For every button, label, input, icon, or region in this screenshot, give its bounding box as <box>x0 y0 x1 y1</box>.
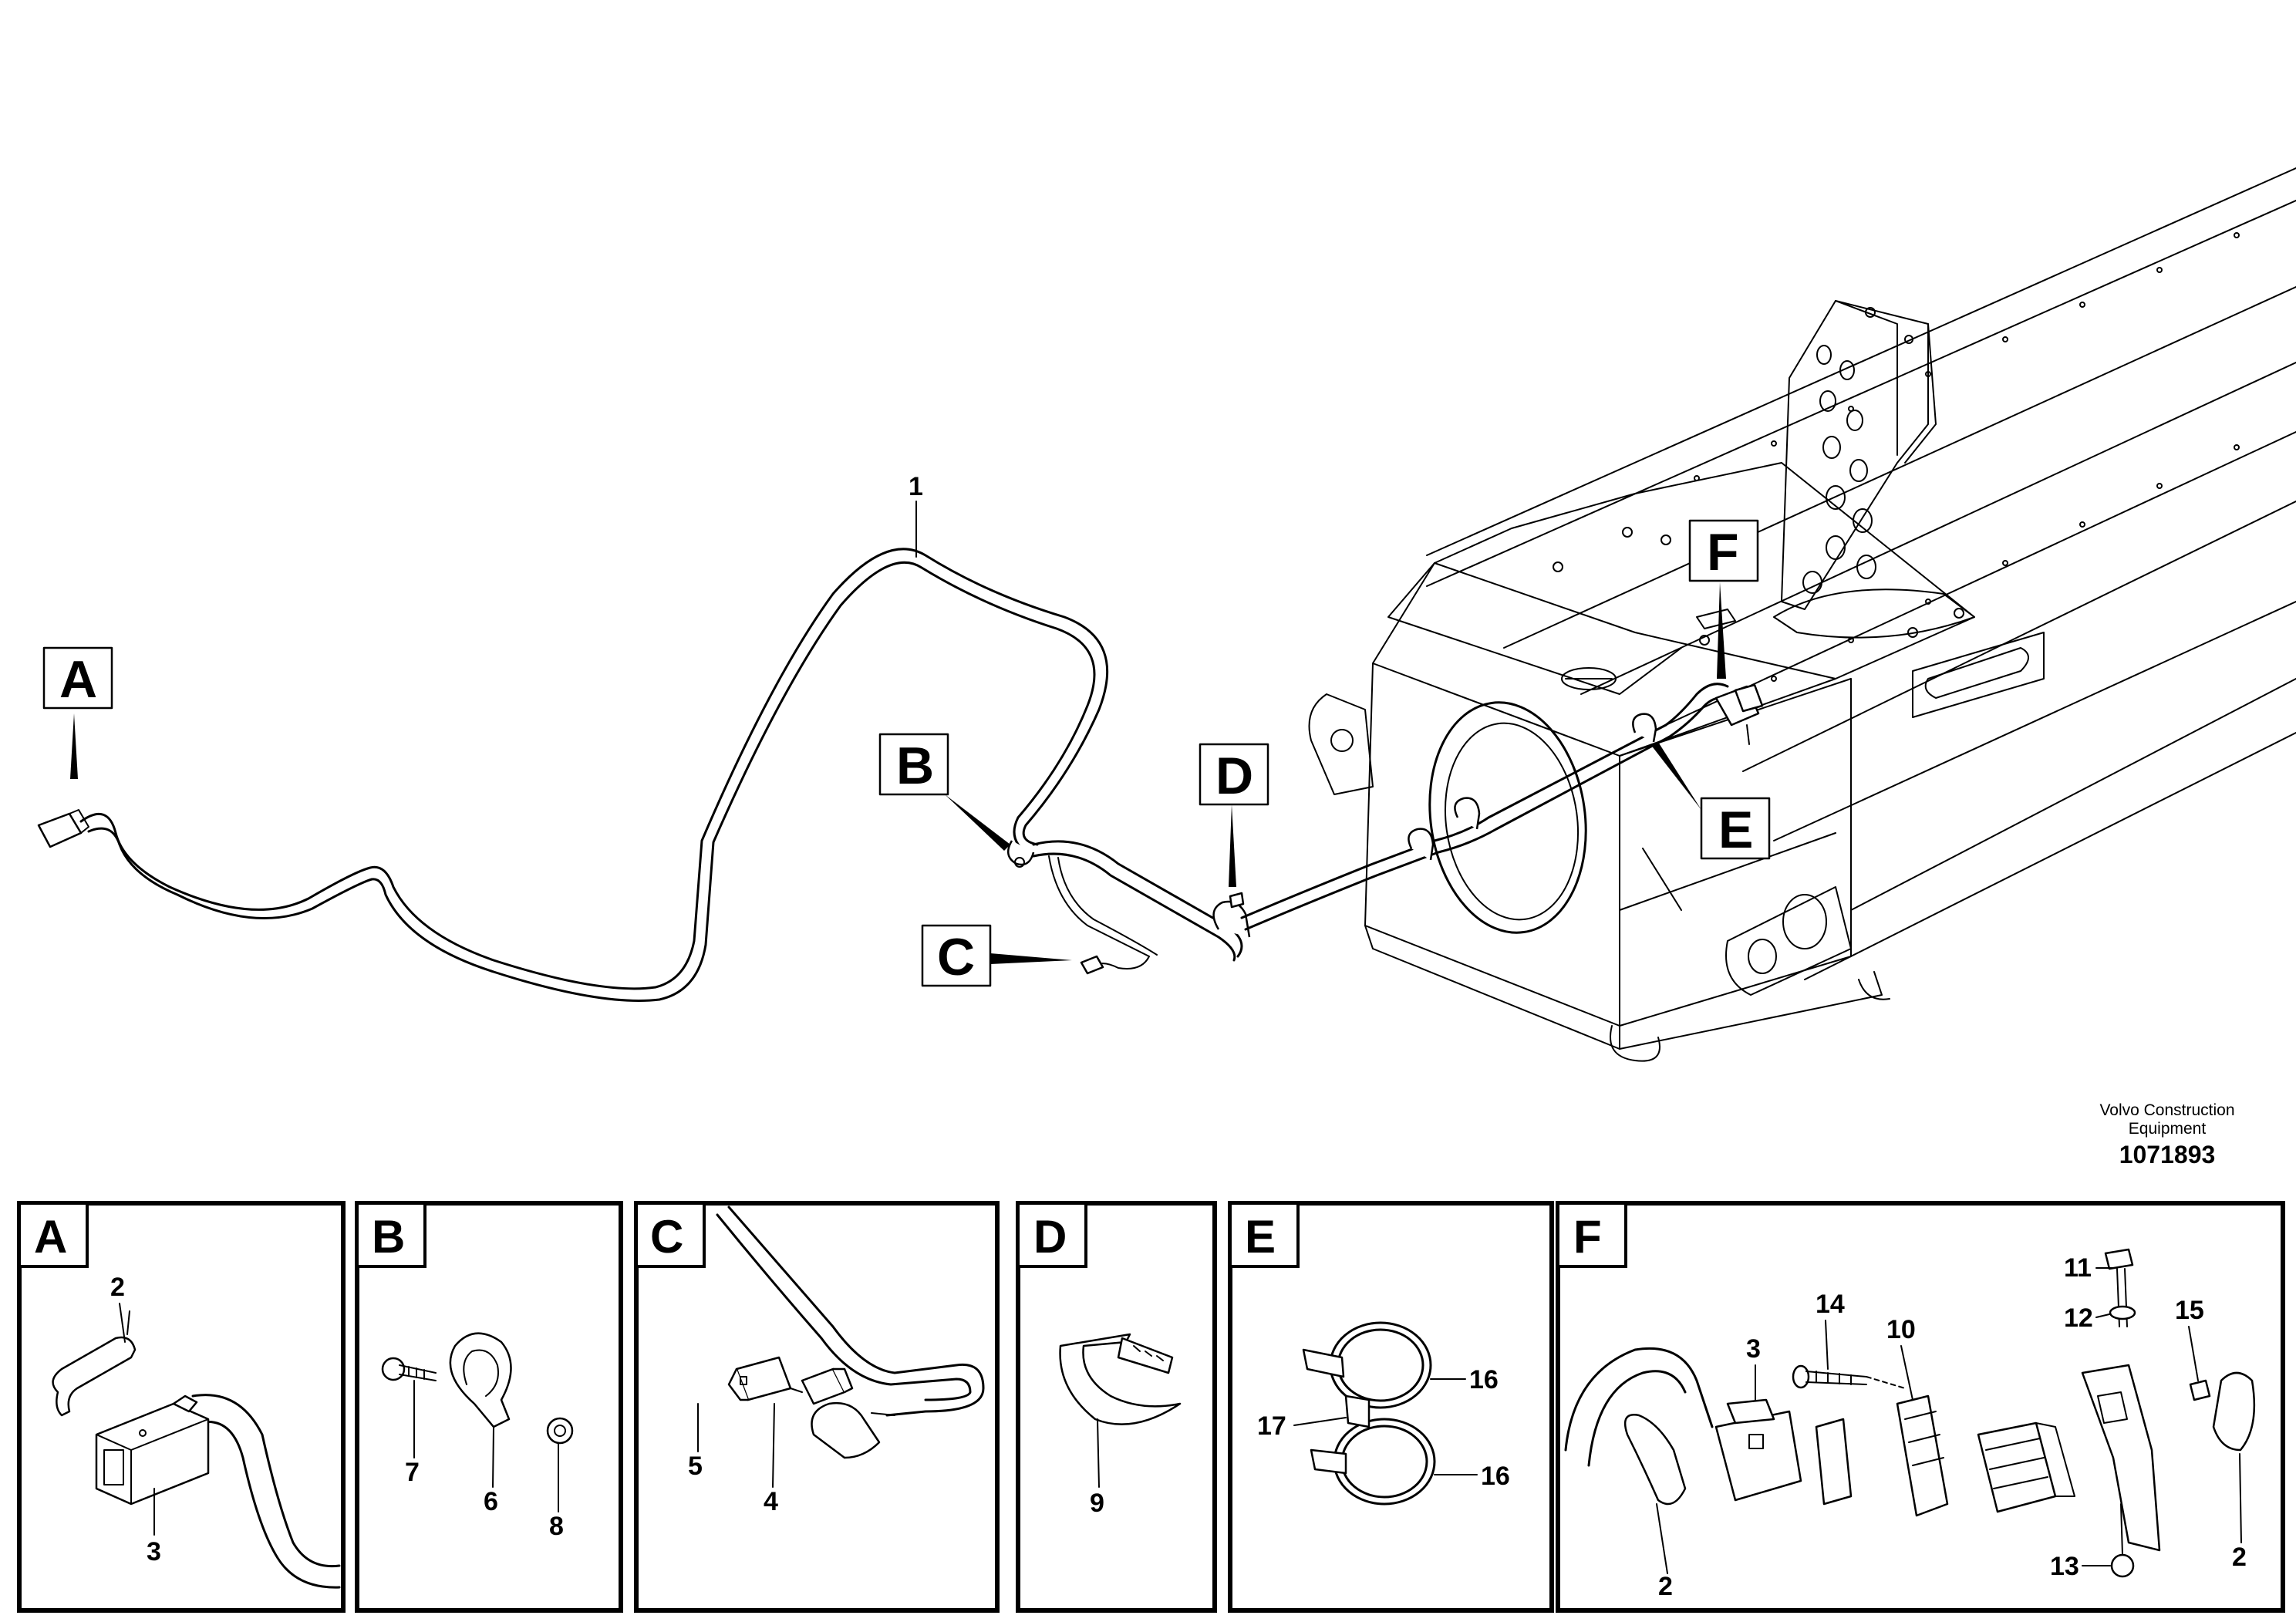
callout-b: B <box>878 733 1010 851</box>
inset-b-part-7: 7 <box>405 1458 420 1487</box>
publisher-block: Volvo Construction Equipment 1071893 <box>2099 1101 2234 1168</box>
inset-c: C 5 4 <box>634 1201 1000 1613</box>
callout-c-letter: C <box>937 928 975 986</box>
inset-d-letter: D <box>1033 1211 1067 1263</box>
part-number-1: 1 <box>909 472 923 501</box>
inset-e-part-16-lower: 16 <box>1481 1462 1510 1491</box>
inset-e-letter: E <box>1245 1211 1276 1263</box>
inset-f-part-13: 13 <box>2050 1552 2079 1581</box>
publisher-line-2: Equipment <box>2129 1120 2207 1138</box>
inset-e: E 16 17 16 <box>1228 1201 1554 1613</box>
inset-f-part-12: 12 <box>2064 1303 2093 1333</box>
inset-b-part-6: 6 <box>484 1487 498 1516</box>
callout-d: D <box>1199 743 1269 887</box>
inset-a: A 2 3 <box>17 1201 346 1613</box>
inset-f-part-14: 14 <box>1816 1290 1845 1319</box>
inset-c-part-4: 4 <box>764 1487 778 1516</box>
inset-a-part-3: 3 <box>147 1537 161 1566</box>
inset-a-part-2: 2 <box>110 1273 125 1302</box>
callout-a: A <box>42 646 113 779</box>
inset-f-letter: F <box>1573 1211 1602 1263</box>
callout-c: C <box>921 924 1072 987</box>
inset-e-part-17: 17 <box>1257 1411 1286 1441</box>
inset-f-part-10: 10 <box>1886 1315 1916 1344</box>
inset-f-part-15: 15 <box>2175 1296 2204 1325</box>
callout-a-letter: A <box>59 650 97 709</box>
inset-e-part-16-upper: 16 <box>1469 1365 1499 1394</box>
callout-f-letter: F <box>1707 523 1739 582</box>
callouts: 1 A B C D E <box>42 472 1771 987</box>
main-harness <box>37 548 1764 1002</box>
inset-b-letter: B <box>372 1211 405 1263</box>
callout-e: E <box>1650 742 1771 860</box>
inset-c-letter: C <box>650 1211 683 1263</box>
publisher-line-1: Volvo Construction <box>2099 1101 2234 1119</box>
callout-e-letter: E <box>1718 801 1753 859</box>
inset-f-part-2-right: 2 <box>2232 1543 2247 1572</box>
inset-f-part-11: 11 <box>2064 1253 2092 1283</box>
callout-d-letter: D <box>1215 747 1253 805</box>
inset-f-part-3: 3 <box>1746 1334 1761 1364</box>
frame-structure <box>1308 167 2296 1062</box>
inset-d: D 9 <box>1016 1201 1217 1613</box>
figure-number: 1071893 <box>2119 1141 2216 1168</box>
callout-b-letter: B <box>896 737 934 795</box>
inset-f: F <box>1556 1201 2285 1613</box>
inset-b: B 7 6 8 <box>355 1201 623 1613</box>
callout-f: F <box>1688 519 1759 679</box>
inset-d-part-9: 9 <box>1090 1489 1104 1518</box>
inset-c-part-5: 5 <box>688 1452 703 1481</box>
inset-b-part-8: 8 <box>549 1512 564 1541</box>
inset-f-part-2-left: 2 <box>1658 1572 1673 1601</box>
inset-a-letter: A <box>34 1211 67 1263</box>
